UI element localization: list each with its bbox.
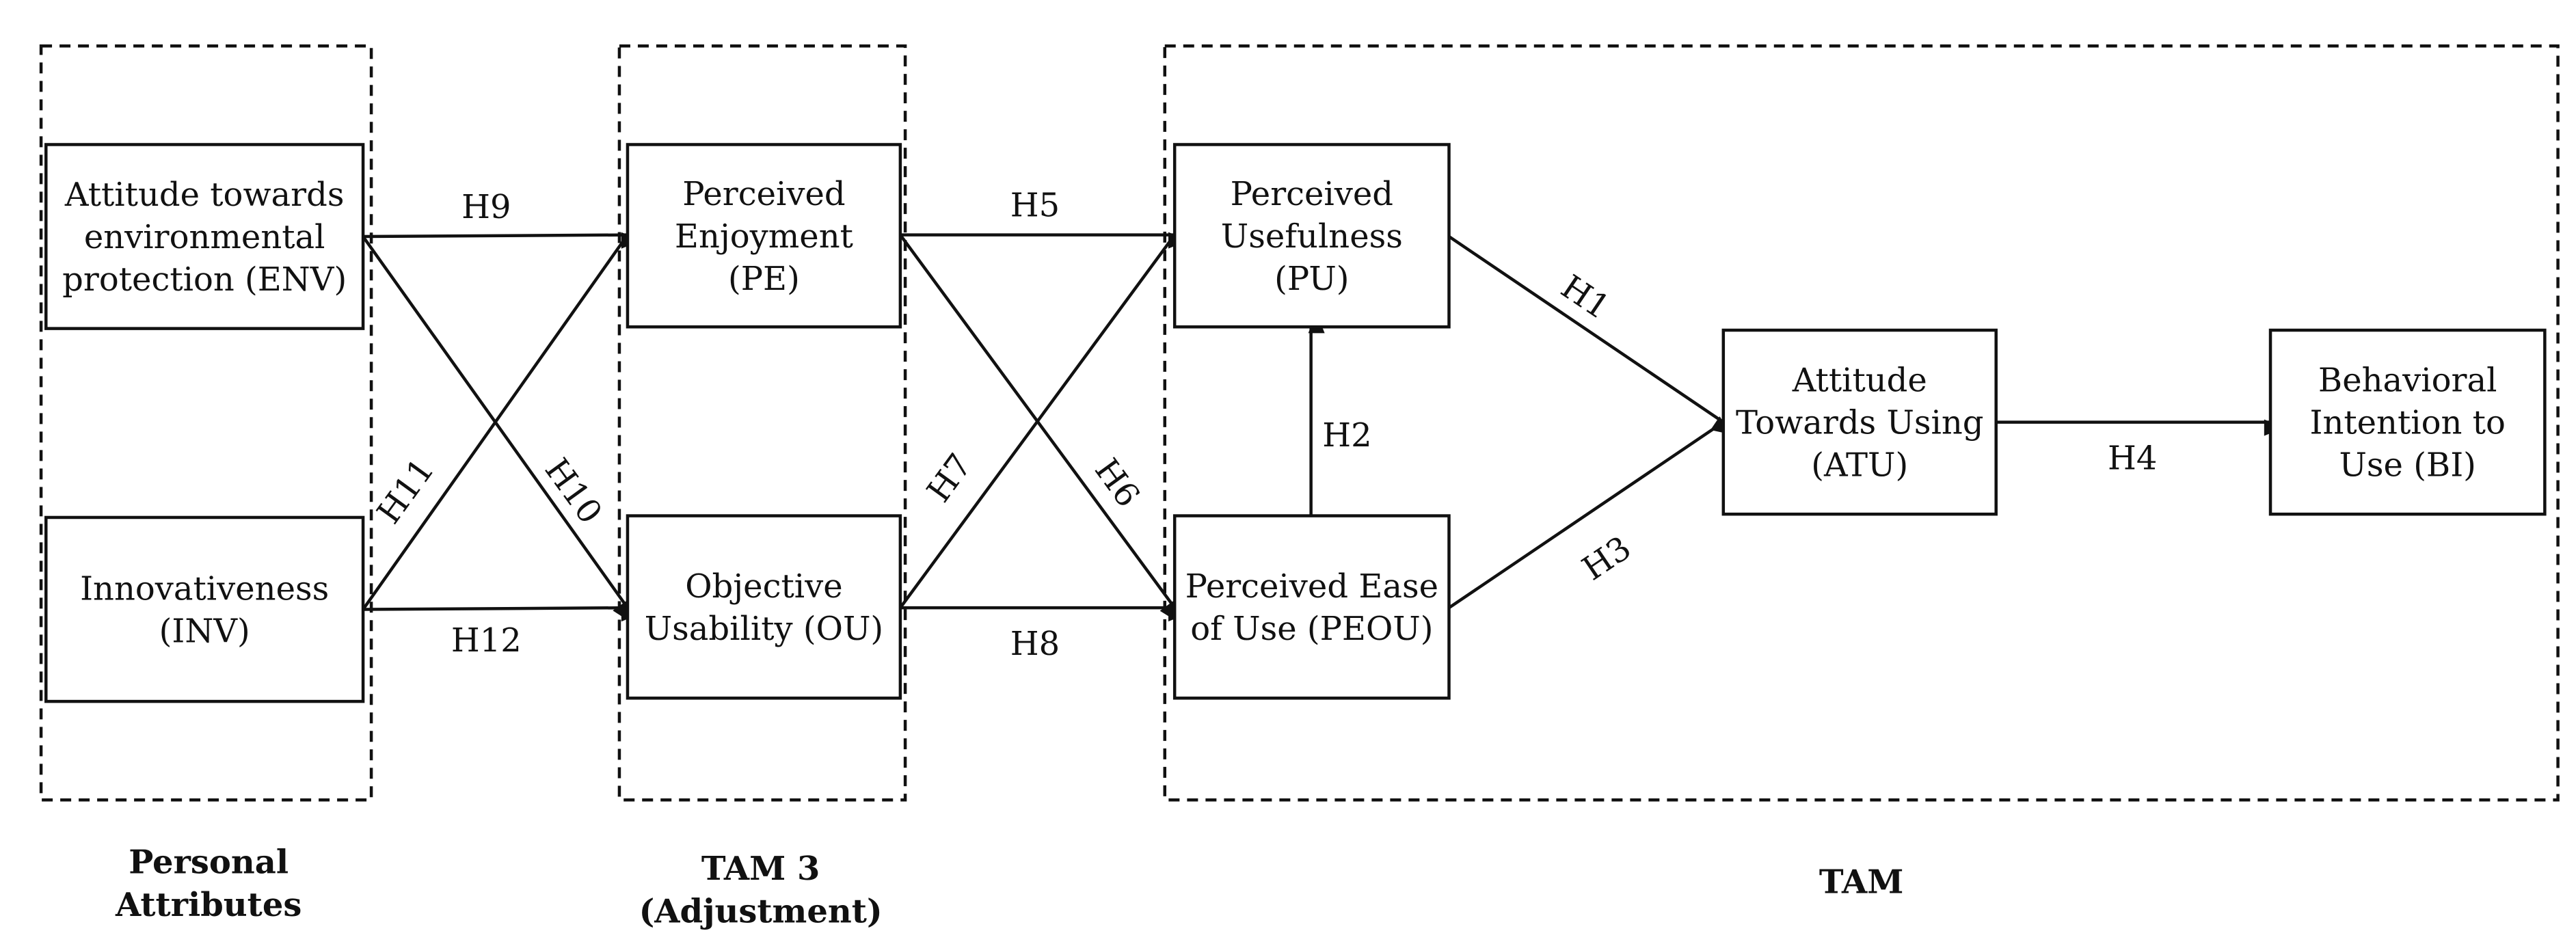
group-label-tam3: TAM 3 (Adjustment) <box>639 850 883 930</box>
node-label-line: (PE) <box>728 260 800 298</box>
node-label-line: Behavioral <box>2318 362 2497 400</box>
node-box <box>44 515 365 703</box>
edge-env-to-pe <box>363 232 642 249</box>
edge-label-h4: H4 <box>2108 439 2157 477</box>
node-env: Attitude towards environmental protection … <box>44 143 365 330</box>
node-peou: Perceived Ease of Use (PEOU) <box>1172 514 1451 700</box>
edge-label-h11: H11 <box>370 451 442 530</box>
node-box <box>1172 143 1451 329</box>
node-label-line: Attitude towards <box>64 176 345 214</box>
node-label: Innovativeness (INV) <box>80 570 329 651</box>
group-boundaries <box>39 44 2560 802</box>
edge-peou-to-atu <box>1448 418 1739 609</box>
group-label-line: TAM <box>1819 863 1903 901</box>
edge-label-h7: H7 <box>920 447 980 509</box>
nodes: Attitude towards environmental protection … <box>44 143 2547 703</box>
node-label-line: Enjoyment <box>675 217 853 256</box>
edge-label-h9: H9 <box>461 188 511 226</box>
group-boundary-tam3 <box>617 44 907 802</box>
node-label-line: Objective <box>685 567 842 606</box>
node-label-line: Towards Using <box>1736 404 1984 442</box>
node-label-line: Use (BI) <box>2339 446 2476 485</box>
group-label-line: Attributes <box>115 886 301 924</box>
node-box <box>1172 514 1451 700</box>
node-label-line: Innovativeness <box>80 570 329 608</box>
node-label: Attitude towards environmental protection … <box>62 176 347 299</box>
node-label-line: Perceived Ease <box>1185 567 1438 606</box>
node-label-line: Attitude <box>1792 362 1927 400</box>
node-label-line: Usability (OU) <box>645 610 883 648</box>
node-label-line: Usefulness <box>1221 217 1403 256</box>
node-box <box>44 143 365 330</box>
node-label-line: of Use (PEOU) <box>1190 610 1433 648</box>
group-boundary-tam <box>1163 44 2560 802</box>
edge-label-h3: H3 <box>1576 529 1638 589</box>
node-label-line: protection (ENV) <box>62 260 347 299</box>
node-box <box>626 143 902 329</box>
edge-inv-to-pe <box>362 226 641 610</box>
group-label-tam: TAM <box>1819 863 1903 901</box>
edge-label-h12: H12 <box>451 621 522 660</box>
group-label-line: Personal <box>129 844 289 882</box>
edge-label-h1: H1 <box>1554 267 1616 327</box>
edge-label-h6: H6 <box>1087 452 1147 514</box>
node-label-line: environmental <box>84 218 325 256</box>
edges <box>362 226 2285 623</box>
edge-label-h8: H8 <box>1010 625 1060 663</box>
edge-label-h10: H10 <box>537 451 610 530</box>
node-label-line: (PU) <box>1274 260 1349 298</box>
group-label-line: TAM 3 <box>701 850 820 888</box>
edge-label-h5: H5 <box>1010 186 1060 224</box>
node-box <box>1721 328 1998 516</box>
node-box <box>2268 328 2547 516</box>
node-box <box>626 514 902 700</box>
edge-ou-to-pu <box>899 226 1188 609</box>
edge-label-h2: H2 <box>1322 416 1371 455</box>
group-label-line: (Adjustment) <box>639 893 883 931</box>
node-label-line: Perceived <box>1231 175 1393 213</box>
edge-pu-to-atu <box>1448 235 1732 435</box>
node-label-line: (ATU) <box>1811 446 1908 485</box>
edge-inv-to-ou <box>363 605 642 622</box>
node-label: Perceived Ease of Use (PEOU) <box>1185 567 1438 648</box>
node-label-line: Perceived <box>682 175 845 213</box>
node-label-line: Intention to <box>2309 404 2505 442</box>
node-inv: Innovativeness (INV) <box>44 515 365 703</box>
group-boundary-personal <box>39 44 373 802</box>
node-label-line: (INV) <box>159 612 250 651</box>
